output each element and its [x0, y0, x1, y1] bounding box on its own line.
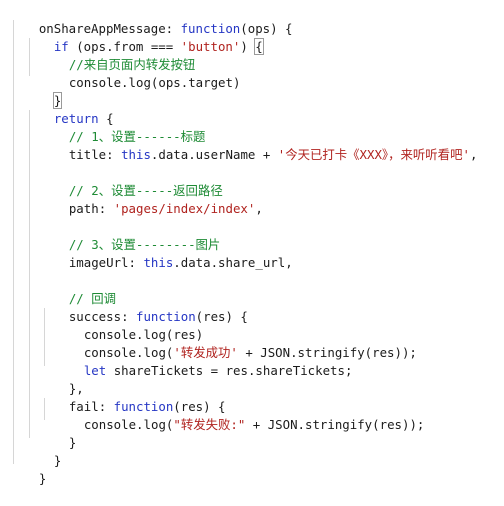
code-line: imageUrl: this.data.share_url, — [39, 236, 293, 270]
code-line: } — [24, 434, 61, 468]
indent-guide — [29, 38, 30, 76]
code-token-punct: } — [38, 471, 47, 486]
code-token-string: 'pages/index/index' — [113, 201, 256, 216]
code-comment: // 回调 — [68, 291, 117, 306]
code-line: // 回调 — [39, 272, 116, 306]
code-token-punct: : — [106, 147, 122, 162]
code-token-string: '今天已打卡《XXX》，来听听看吧' — [277, 147, 470, 162]
code-token-punct: : — [121, 309, 136, 324]
code-token-property: success — [68, 309, 122, 324]
code-token-text: + JSON.stringify(res)); — [245, 417, 425, 432]
code-line: title: this.data.userName + '今天已打卡《XXX》，… — [39, 128, 478, 162]
code-token-punct: , — [255, 201, 263, 216]
code-token-punct: } — [68, 435, 77, 450]
code-token-property: path — [68, 201, 99, 216]
matched-brace: { — [254, 38, 264, 55]
code-token-punct: : — [128, 255, 144, 270]
code-token-text: console.log(ops.target) — [68, 75, 241, 90]
code-line: fail: function(res) { — [39, 380, 226, 414]
code-token-keyword: this — [143, 255, 174, 270]
code-line: success: function(res) { — [39, 290, 248, 324]
code-token-keyword: return — [53, 111, 99, 126]
code-token-text: .data.userName + — [150, 147, 278, 162]
code-token-punct: (ops) { — [240, 21, 293, 36]
code-line: console.log(ops.target) — [39, 56, 241, 90]
code-token-property: title — [68, 147, 107, 162]
code-token-punct: , — [469, 147, 478, 162]
code-line: console.log("转发失败:" + JSON.stringify(res… — [54, 398, 425, 432]
code-token-keyword: let — [83, 363, 107, 378]
code-line: // 3、设置--------图片 — [39, 218, 220, 252]
indent-guide — [13, 20, 14, 464]
code-token-punct: (res) { — [195, 309, 248, 324]
code-token-punct: : — [165, 21, 181, 36]
code-editor[interactable]: onShareAppMessage: function(ops) { if (o… — [0, 0, 504, 486]
code-comment: //来自页面内转发按钮 — [68, 57, 196, 72]
code-token-text: + JSON.stringify(res)); — [237, 345, 417, 360]
code-token-text: (ops.from === — [68, 39, 181, 54]
code-token-keyword: function — [180, 21, 241, 36]
code-token-property: fail — [68, 399, 99, 414]
code-token-punct: (res) { — [173, 399, 226, 414]
code-line: }, — [39, 362, 84, 396]
code-token-punct: : — [98, 399, 114, 414]
code-token-identifier: onShareAppMessage — [38, 21, 166, 36]
matched-brace: } — [52, 92, 63, 109]
code-token-string: "转发失败:" — [173, 417, 246, 432]
code-token-property: imageUrl — [68, 255, 129, 270]
code-line: onShareAppMessage: function(ops) { — [9, 2, 293, 36]
indent-guide — [29, 110, 30, 438]
code-line: // 1、设置------标题 — [39, 110, 206, 144]
code-line: // 2、设置-----返回路径 — [39, 164, 223, 198]
code-token-text: console.log( — [83, 417, 174, 432]
code-line: } — [24, 74, 63, 109]
code-token-punct: ) — [240, 39, 256, 54]
code-token-keyword: function — [113, 399, 174, 414]
code-line: } — [9, 452, 46, 486]
code-line: return { — [24, 92, 114, 126]
code-token-punct: : — [98, 201, 114, 216]
code-token-punct: } — [53, 453, 62, 468]
code-token-keyword: function — [135, 309, 196, 324]
code-comment: // 3、设置--------图片 — [68, 237, 221, 252]
code-comment: // 2、设置-----返回路径 — [68, 183, 223, 198]
code-token-text: .data.share_url, — [173, 255, 293, 270]
code-line: } — [39, 416, 76, 450]
code-token-punct: { — [98, 111, 114, 126]
code-token-text: console.log( — [83, 345, 174, 360]
code-line: //来自页面内转发按钮 — [39, 38, 195, 72]
code-token-punct: }, — [68, 381, 84, 396]
code-line: let shareTickets = res.shareTickets; — [54, 344, 353, 378]
code-token-string: '转发成功' — [173, 345, 238, 360]
code-token-string: 'button' — [180, 39, 241, 54]
code-line: path: 'pages/index/index', — [39, 182, 263, 216]
code-token-keyword: if — [53, 39, 69, 54]
code-token-text: shareTickets = res.shareTickets; — [106, 363, 353, 378]
indent-guide — [44, 398, 45, 420]
code-line: if (ops.from === 'button') { — [24, 20, 264, 55]
code-token-text: console.log(res) — [83, 327, 204, 342]
indent-guide — [44, 308, 45, 366]
code-token-keyword: this — [121, 147, 151, 162]
code-comment: // 1、设置------标题 — [68, 129, 206, 144]
code-line: console.log(res) — [54, 308, 203, 342]
code-line: console.log('转发成功' + JSON.stringify(res)… — [54, 326, 417, 360]
